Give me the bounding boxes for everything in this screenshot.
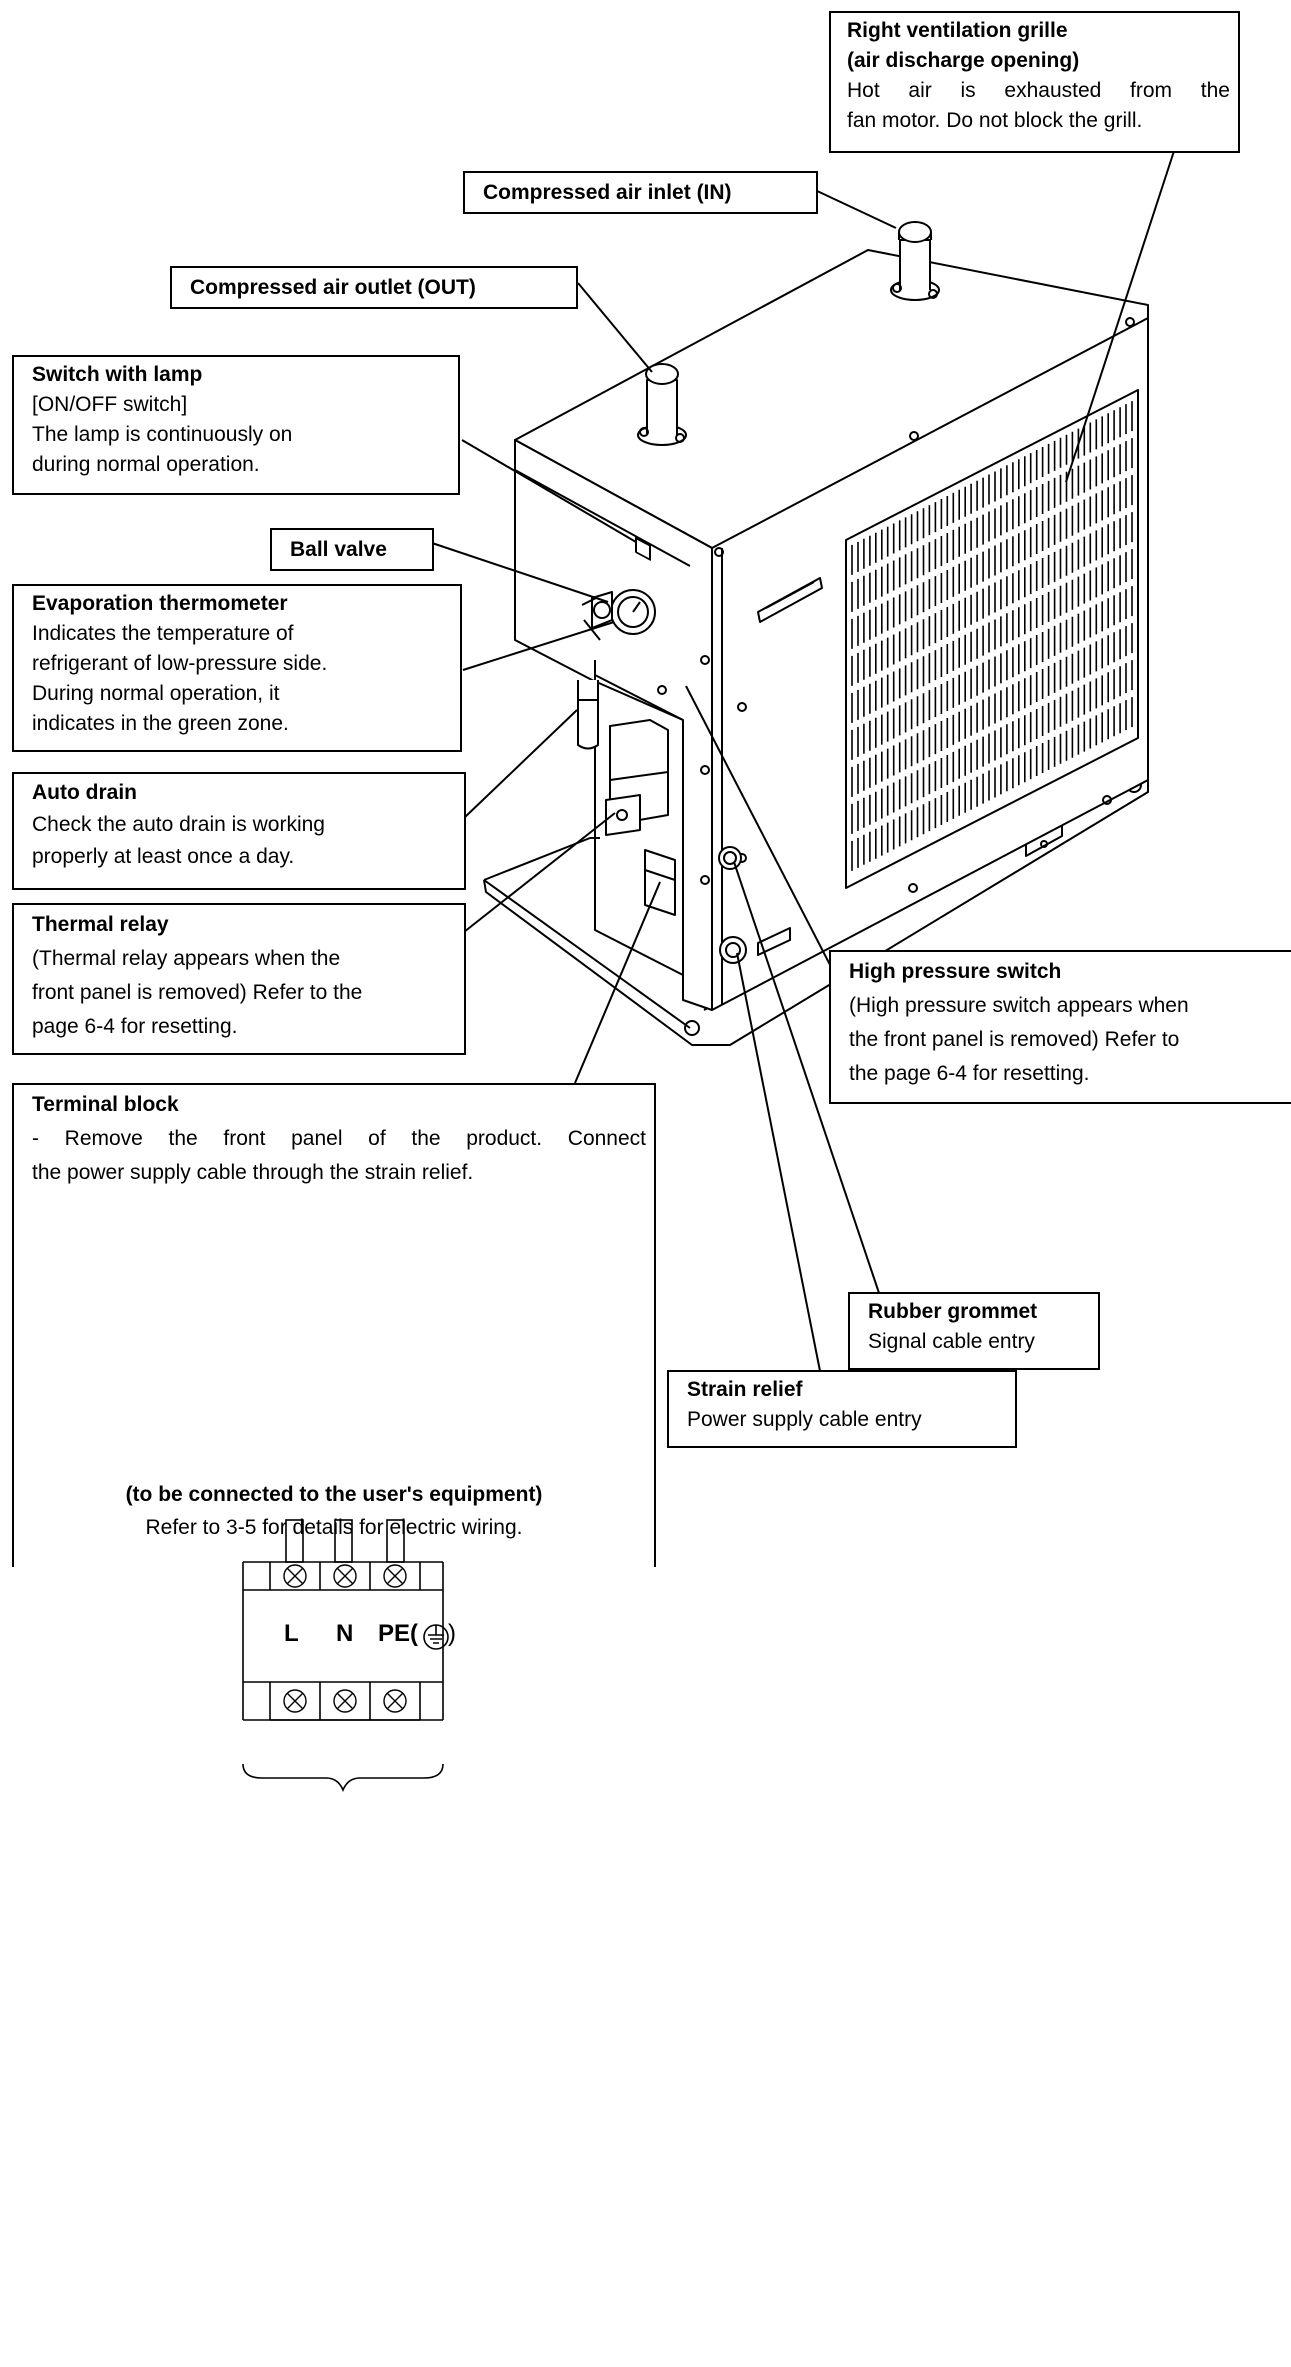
- auto-drain-title: Auto drain: [32, 781, 137, 804]
- evap-line-3: During normal operation, it: [32, 682, 280, 705]
- high-pressure-line-2: the front panel is removed) Refer to: [849, 1028, 1180, 1051]
- ball-valve-label: Ball valve: [270, 528, 434, 571]
- terminal-l: L: [284, 1620, 299, 1647]
- evap-line-4: indicates in the green zone.: [32, 712, 289, 735]
- right-grille-label: Right ventilation grille (air discharge …: [829, 11, 1240, 153]
- high-pressure-label: High pressure switch (High pressure swit…: [829, 950, 1291, 1104]
- product-drawing: [257, 147, 1176, 1561]
- terminal-block-title: Terminal block: [32, 1093, 179, 1116]
- switch-lamp-title: Switch with lamp: [32, 363, 203, 386]
- terminal-block-line-2: the power supply cable through the strai…: [32, 1161, 474, 1184]
- thermal-relay-label: Thermal relay (Thermal relay appears whe…: [12, 903, 466, 1055]
- evap-line-1: Indicates the temperature of: [32, 622, 294, 645]
- thermal-relay-title: Thermal relay: [32, 913, 169, 936]
- right-grille-line-2: fan motor. Do not block the grill.: [847, 109, 1143, 132]
- terminal-pe: PE(: [378, 1620, 419, 1647]
- auto-drain-label: Auto drain Check the auto drain is worki…: [12, 772, 466, 890]
- terminal-pe-close: ): [448, 1620, 456, 1647]
- rubber-grommet-line: Signal cable entry: [868, 1330, 1035, 1353]
- terminal-block-label: Terminal block - Remove the front panel …: [12, 1083, 656, 1567]
- auto-drain-line-1: Check the auto drain is working: [32, 813, 325, 836]
- right-grille-title-1: Right ventilation grille: [847, 19, 1068, 42]
- right-ventilation-grille: [851, 401, 1133, 871]
- terminal-note: Refer to 3-5 for details for electric wi…: [145, 1516, 523, 1539]
- terminal-labels: L N PE( ): [284, 1620, 456, 1650]
- compressed-air-inlet-pipe: [890, 221, 940, 301]
- strain-relief-label: Strain relief Power supply cable entry: [667, 1370, 1017, 1448]
- air-outlet-title: Compressed air outlet (OUT): [190, 276, 476, 299]
- auto-drain-line-2: properly at least once a day.: [32, 845, 295, 868]
- evap-line-2: refrigerant of low-pressure side.: [32, 652, 328, 675]
- right-grille-title-2: (air discharge opening): [847, 49, 1080, 72]
- terminal-n: N: [336, 1620, 354, 1647]
- high-pressure-line-3: the page 6-4 for resetting.: [849, 1062, 1090, 1085]
- switch-lamp-line-2: The lamp is continuously on: [32, 423, 293, 446]
- compressed-air-outlet-pipe: [637, 363, 687, 446]
- rubber-grommet-label: Rubber grommet Signal cable entry: [848, 1292, 1100, 1370]
- strain-relief-title: Strain relief: [687, 1378, 803, 1401]
- thermal-relay-line-1: (Thermal relay appears when the: [32, 947, 341, 970]
- high-pressure-title: High pressure switch: [849, 960, 1062, 983]
- evap-thermometer-label: Evaporation thermometer Indicates the te…: [12, 584, 462, 752]
- rubber-grommet-title: Rubber grommet: [868, 1300, 1038, 1323]
- strain-relief-part: [719, 936, 747, 964]
- auto-drain: [577, 680, 599, 750]
- air-inlet-title: Compressed air inlet (IN): [483, 181, 732, 204]
- strain-relief-line: Power supply cable entry: [687, 1408, 922, 1431]
- air-inlet-label: Compressed air inlet (IN): [463, 171, 818, 214]
- front-panel: [514, 439, 713, 1011]
- switch-lamp-line-3: during normal operation.: [32, 453, 260, 476]
- high-pressure-line-1: (High pressure switch appears when: [849, 994, 1189, 1017]
- evap-thermometer-title: Evaporation thermometer: [32, 592, 288, 615]
- bracket: [242, 1763, 444, 1793]
- air-outlet-label: Compressed air outlet (OUT): [170, 266, 578, 309]
- switch-lamp-line-1: [ON/OFF switch]: [32, 393, 188, 416]
- terminal-block-line-1: - Remove the front panel of the product.…: [32, 1127, 646, 1150]
- thermal-relay-line-3: page 6-4 for resetting.: [32, 1015, 238, 1038]
- terminal-caption: (to be connected to the user's equipment…: [125, 1483, 543, 1506]
- contactor: [605, 719, 669, 836]
- ball-valve-title: Ball valve: [290, 538, 387, 561]
- leader-lines: [431, 147, 1176, 1372]
- thermal-relay-line-2: front panel is removed) Refer to the: [32, 981, 363, 1004]
- switch-lamp-label: Switch with lamp [ON/OFF switch] The lam…: [12, 355, 460, 495]
- right-grille-line-1: Hot air is exhausted from the: [847, 79, 1230, 102]
